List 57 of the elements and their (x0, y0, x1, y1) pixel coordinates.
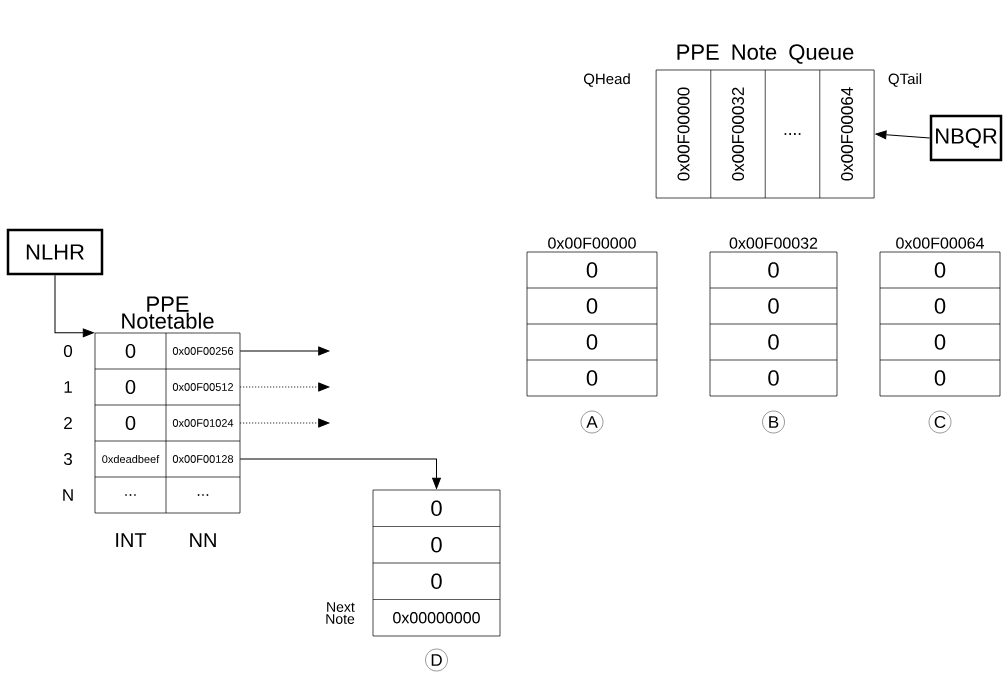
circled-letter: B (762, 410, 785, 434)
arrow (239, 418, 330, 428)
row-index: 1 (64, 381, 72, 393)
arrow (239, 346, 330, 356)
table-cell: 0 (879, 323, 1001, 361)
queue-cell: 0x00F00064 (819, 69, 875, 199)
table-cell: 0x00F00256 (165, 332, 241, 370)
queue-end-label: QTail (888, 73, 922, 87)
table-cell: 0 (526, 323, 658, 361)
table-heading: PPE Note Queue (677, 44, 854, 64)
row-index: 2 (64, 417, 72, 429)
table-cell: 0 (709, 359, 838, 397)
register-box: NLHR (6, 228, 104, 276)
table-cell: 0 (879, 359, 1001, 397)
table-cell: 0 (94, 368, 167, 406)
arrow (54, 274, 94, 338)
table-cell: 0 (526, 287, 658, 325)
arrow (239, 382, 330, 392)
table-cell: 0 (879, 287, 1001, 325)
table-cell: 0x00F01024 (165, 404, 241, 442)
table-cell: 0x00F00512 (165, 368, 241, 406)
column-label: INT (116, 533, 147, 547)
address-label: 0x00F00000 (548, 237, 636, 249)
circled-letter: C (928, 410, 952, 434)
table-cell: 0 (879, 251, 1001, 289)
circled-letter: A (580, 410, 604, 434)
queue-cell: 0x00F00032 (710, 69, 766, 199)
table-cell: 0 (709, 323, 838, 361)
table-cell: 0 (372, 489, 501, 527)
table-heading: PPE Notetable (122, 296, 214, 329)
address-label: 0x00F00032 (729, 237, 818, 249)
table-cell: 0 (526, 359, 658, 397)
arrow (875, 130, 931, 140)
register-box: NBQR (929, 114, 1003, 162)
column-label: NN (190, 533, 216, 547)
table-cell: ... (165, 476, 241, 514)
queue-end-label: QHead (583, 73, 630, 87)
field-label: Next Note (326, 602, 355, 624)
table-cell: 0 (372, 526, 501, 564)
circled-letter: D (425, 648, 448, 672)
arrow (239, 458, 441, 489)
table-cell: 0 (709, 287, 838, 325)
row-index: 0 (63, 345, 73, 358)
address-label: 0x00F00064 (896, 237, 984, 249)
row-index: 3 (63, 453, 72, 466)
row-index: N (63, 489, 73, 501)
table-cell: 0 (94, 404, 167, 442)
table-cell: ... (94, 476, 167, 514)
table-cell: 0x00F00128 (165, 440, 241, 478)
table-cell: 0 (709, 251, 838, 289)
table-cell: 0 (372, 562, 501, 600)
table-cell: 0x00000000 (372, 599, 501, 637)
table-cell: .... (765, 69, 820, 199)
queue-cell: 0x00F00000 (656, 69, 711, 199)
table-cell: 0xdeadbeef (94, 440, 167, 478)
table-cell: 0 (526, 251, 658, 289)
table-cell: 0 (94, 332, 167, 370)
